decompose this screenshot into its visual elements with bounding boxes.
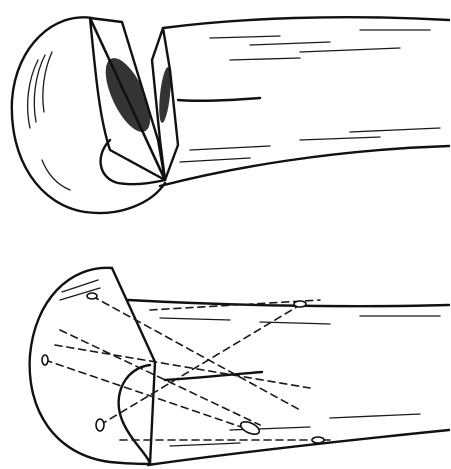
screw-1 xyxy=(92,296,300,410)
screw-paths xyxy=(45,296,330,440)
screw-3 xyxy=(45,360,250,430)
screw-hole-3 xyxy=(96,419,104,431)
bottom-trochanter-curve xyxy=(119,365,150,464)
screw-2 xyxy=(60,330,260,425)
top-neck-line xyxy=(178,98,260,101)
screw-7 xyxy=(55,345,310,388)
bottom-shaft-texture xyxy=(160,316,440,446)
screw-hole-2 xyxy=(42,355,48,365)
screw-hole-6 xyxy=(239,419,261,437)
bottom-shaft-upper-edge xyxy=(128,300,449,306)
top-shaft-lower-edge xyxy=(160,146,449,186)
top-shaft-upper-edge xyxy=(163,17,449,28)
screw-hole-5 xyxy=(312,437,324,443)
panel-top-osteotomy xyxy=(12,17,449,213)
panel-bottom-fixation xyxy=(30,268,449,465)
bottom-neck-line xyxy=(165,372,262,380)
screw-hole-1 xyxy=(87,293,97,299)
screw-4 xyxy=(100,305,300,425)
top-head-shading xyxy=(28,52,70,190)
screw-holes xyxy=(42,293,324,443)
top-shaft-texture xyxy=(180,30,440,162)
screw-hole-4 xyxy=(294,301,306,307)
bottom-shaft-lower-edge xyxy=(148,430,449,465)
